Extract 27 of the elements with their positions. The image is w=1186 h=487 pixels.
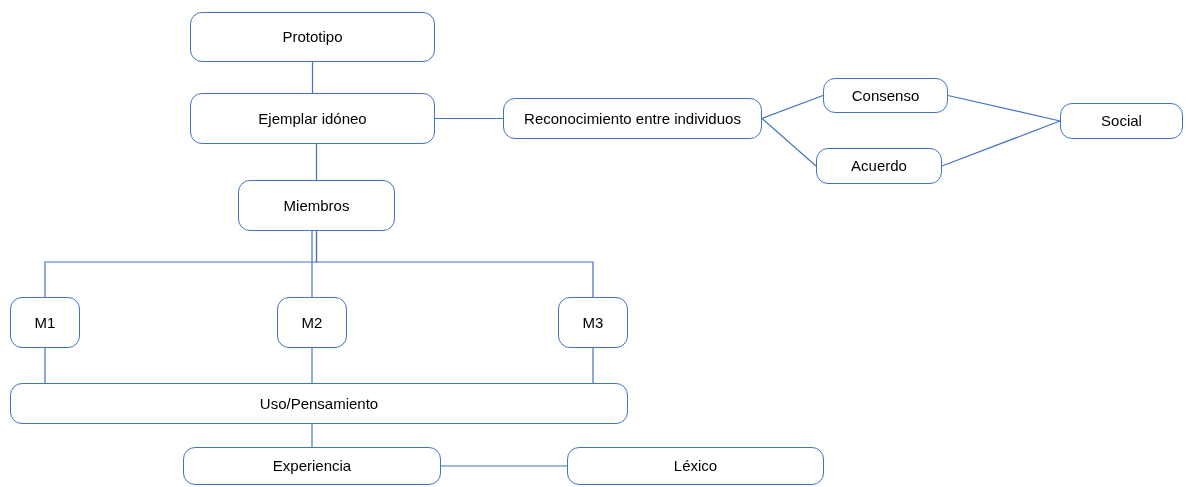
process-box: Prototipo [190,12,435,62]
connector-line [311,347,313,384]
process-box: Social [1060,103,1183,139]
connector-line [315,230,594,298]
connector-line [761,117,817,167]
process-box: M3 [558,297,628,348]
connector-line [311,230,313,298]
connector-line [311,61,314,94]
process-box: Reconocimiento entre individuos [503,98,762,139]
connector-line [440,465,568,467]
connector-line [434,117,504,120]
process-box: Experiencia [183,447,441,485]
connector-line [592,347,594,384]
process-box: Miembros [238,180,395,231]
process-box: Ejemplar idóneo [190,93,435,144]
process-box: Léxico [567,447,824,485]
connector-line [761,94,824,120]
process-box: Acuerdo [816,148,942,184]
process-box: Consenso [823,78,948,113]
connector-line [947,94,1061,122]
connector-line [311,423,313,448]
process-box: M2 [277,297,347,348]
connector-line [44,347,46,384]
connector-line [315,143,318,181]
process-box: Uso/Pensamiento [10,383,628,424]
process-box: M1 [10,297,80,348]
connector-line [941,120,1061,167]
